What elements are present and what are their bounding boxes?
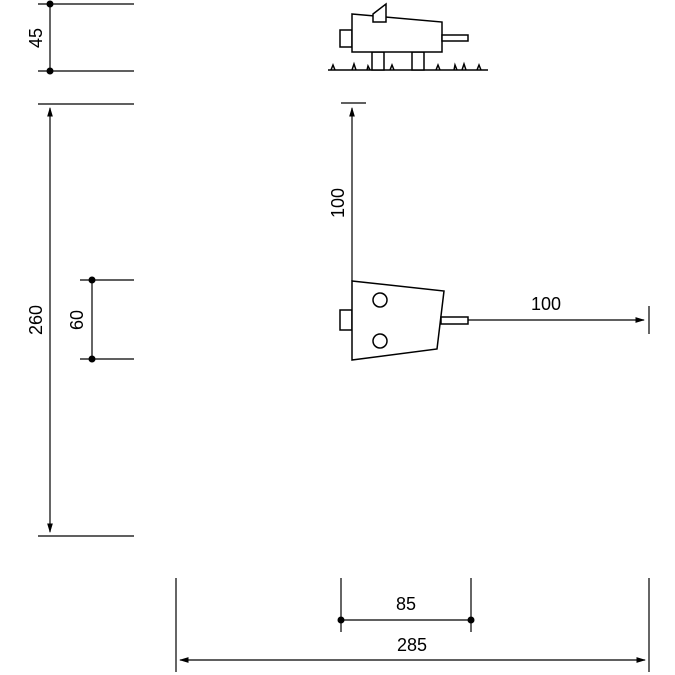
dimension-285: 285 bbox=[175, 578, 650, 672]
dimension-label-260: 260 bbox=[26, 305, 46, 335]
dimension-label-60: 60 bbox=[67, 310, 87, 330]
dimension-label-45: 45 bbox=[26, 28, 46, 48]
top-view-figure bbox=[339, 280, 469, 361]
dimension-85: 85 bbox=[337, 578, 475, 632]
dimension-label-285: 285 bbox=[397, 635, 427, 655]
grass-tufts bbox=[330, 61, 482, 71]
dimension-100-vertical: 100 bbox=[328, 102, 366, 281]
dimension-label-85: 85 bbox=[396, 594, 416, 614]
dimension-100-horizontal: 100 bbox=[468, 294, 650, 334]
dimension-60: 60 bbox=[67, 276, 134, 363]
dimension-45: 45 bbox=[26, 0, 134, 75]
side-view-figure bbox=[328, 2, 488, 71]
dimension-label-100-horizontal: 100 bbox=[531, 294, 561, 314]
dimension-label-100-vertical: 100 bbox=[328, 188, 348, 218]
dimension-260: 260 bbox=[26, 103, 134, 537]
